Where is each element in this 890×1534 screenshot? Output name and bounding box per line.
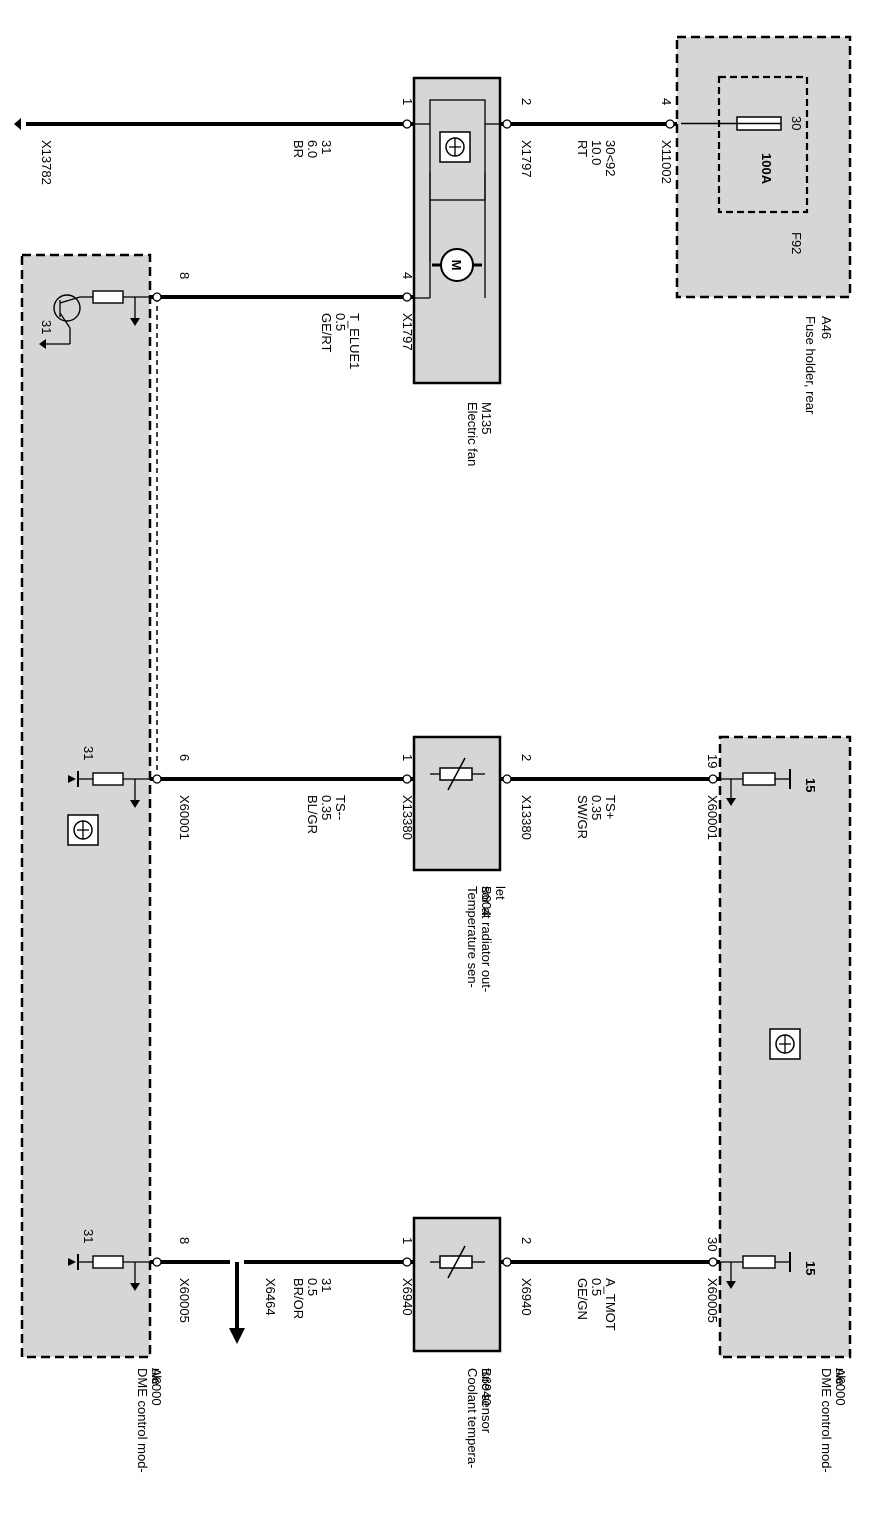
ts-minus-size: 0.35 <box>319 795 334 820</box>
ts-plus-color: SW/GR <box>575 795 590 839</box>
temp-sensor-box <box>412 735 502 872</box>
coolant-ground-signal: 31 <box>319 1278 334 1292</box>
dme-module-bottom <box>20 253 152 1359</box>
dme-pin-8-top: 8 <box>177 272 192 279</box>
dme-ground-31-a: 31 <box>81 746 96 760</box>
dme-supply-15-b: 15 <box>803 1261 818 1275</box>
coolant-signal-sensor-connector: X6940 <box>519 1278 534 1316</box>
dme-input-circuit-x60001-6 <box>68 771 150 808</box>
fuse-icon <box>681 116 782 131</box>
fan-connector-2: X1797 <box>519 140 534 178</box>
fan-supply-size: 10.0 <box>589 140 604 165</box>
fan-supply-color: RT <box>575 140 590 157</box>
fuse-rating-label: 100A <box>759 153 774 185</box>
coolant-signal-name: A_TMOT <box>603 1278 618 1331</box>
coolant-signal-dme-pin: 30 <box>705 1237 720 1251</box>
coolant-ground-size: 0.5 <box>305 1278 320 1296</box>
svg-text:Coolant tempera-: Coolant tempera- <box>465 1368 480 1468</box>
dme-bottom-name: DME control mod- ule <box>135 1368 164 1473</box>
control-unit-icon-bottom <box>67 814 99 846</box>
ground-connector: X13782 <box>39 140 54 185</box>
dme-supply-circuit-x60001-19 <box>720 769 791 806</box>
fuse-holder-name: Fuse holder, rear <box>803 316 818 415</box>
ts-plus-sensor-connector: X13380 <box>519 795 534 840</box>
fuse-inner-box <box>717 75 809 214</box>
ts-minus-sensor-connector: X13380 <box>400 795 415 840</box>
fan-control-size: 0.5 <box>333 313 348 331</box>
coolant-ground-dme-pin: 8 <box>177 1237 192 1244</box>
fuse-side-connector: X11002 <box>659 140 674 184</box>
fuse-side-pin: 4 <box>659 98 674 105</box>
svg-text:DME control mod-: DME control mod- <box>819 1368 834 1473</box>
svg-text:sor at radiator out-: sor at radiator out- <box>479 886 494 992</box>
svg-text:DME control mod-: DME control mod- <box>135 1368 150 1473</box>
dme-top-name: DME control mod- ule <box>819 1368 848 1473</box>
coolant-signal-sensor-pin: 2 <box>519 1237 534 1244</box>
ground-color: BR <box>291 140 306 158</box>
dme-bottom-id: A6000 <box>149 1368 164 1406</box>
svg-text:let: let <box>493 886 508 900</box>
fan-control-signal: T_ELUE1 <box>347 313 362 369</box>
coolant-signal-size: 0.5 <box>589 1278 604 1296</box>
fuse-id-label: F92 <box>789 232 804 254</box>
fan-pin-2: 2 <box>519 98 534 105</box>
branch-connector-label: X6464 <box>263 1278 278 1316</box>
coolant-ground-dme-connector: X60005 <box>177 1278 192 1323</box>
ts-plus-sensor-pin: 2 <box>519 754 534 761</box>
ts-minus-signal: TS-- <box>333 795 348 820</box>
coolant-sensor-name: Coolant tempera- ture sensor <box>465 1368 494 1468</box>
coolant-ground-sensor-pin: 1 <box>400 1237 415 1244</box>
relay-icon <box>439 131 471 163</box>
ts-plus-dme-connector: X60001 <box>705 795 720 840</box>
fan-name: Electric fan <box>465 402 480 466</box>
ground-signal: 31 <box>319 140 334 154</box>
fan-control-color: GE/RT <box>319 313 334 353</box>
svg-text:ule: ule <box>833 1368 848 1385</box>
dme-transistor-circuit <box>39 290 150 349</box>
ts-minus-sensor-pin: 1 <box>400 754 415 761</box>
dme-supply-15-a: 15 <box>803 778 818 792</box>
dme-transistor-31: 31 <box>39 320 54 334</box>
dme-top-id: A6000 <box>833 1368 848 1406</box>
ground-terminal-icon <box>14 118 21 130</box>
dme-input-circuit-x60005-8 <box>68 1254 150 1291</box>
coolant-signal-dme-connector: X60005 <box>705 1278 720 1323</box>
branch-arrow-x6464 <box>229 1254 245 1344</box>
coolant-ground-color: BR/OR <box>291 1278 306 1319</box>
motor-icon: M <box>429 200 482 282</box>
temp-sensor-id: B604 <box>479 886 494 916</box>
coolant-sensor-box <box>412 1216 502 1353</box>
ts-plus-size: 0.35 <box>589 795 604 820</box>
control-unit-icon-top <box>769 1028 801 1060</box>
pin-markers <box>152 119 718 1267</box>
coolant-ground-sensor-connector: X6940 <box>400 1278 415 1316</box>
dme-ground-31-b: 31 <box>81 1229 96 1243</box>
ts-plus-dme-pin: 19 <box>705 754 720 768</box>
fan-id: M135 <box>479 402 494 435</box>
fuse-pin-label: 30 <box>789 116 804 130</box>
thermistor-icon-b604 <box>430 757 485 791</box>
temp-sensor-name: Temperature sen- sor at radiator out- le… <box>465 886 508 992</box>
ts-minus-color: BL/GR <box>305 795 320 834</box>
ts-minus-dme-connector: X60001 <box>177 795 192 840</box>
svg-text:M: M <box>449 260 464 271</box>
ground-size: 6.0 <box>305 140 320 158</box>
dme-supply-circuit-x60005-30 <box>720 1252 791 1289</box>
fan-box <box>412 76 502 385</box>
fan-pin-1: 1 <box>400 98 415 105</box>
fan-pin-4: 4 <box>400 272 415 279</box>
thermistor-icon-b6940 <box>430 1245 485 1279</box>
fan-connector-4: X1797 <box>400 313 415 351</box>
fan-supply-signal: 30<92 <box>603 140 618 177</box>
ts-minus-dme-pin: 6 <box>177 754 192 761</box>
coolant-sensor-id: B6940 <box>479 1368 494 1406</box>
svg-text:Temperature sen-: Temperature sen- <box>465 886 480 988</box>
ts-plus-signal: TS+ <box>603 795 618 819</box>
svg-text:ule: ule <box>149 1368 164 1385</box>
svg-text:ture sensor: ture sensor <box>479 1368 494 1434</box>
coolant-signal-color: GE/GN <box>575 1278 590 1320</box>
fuse-holder-id: A46 <box>819 316 834 339</box>
